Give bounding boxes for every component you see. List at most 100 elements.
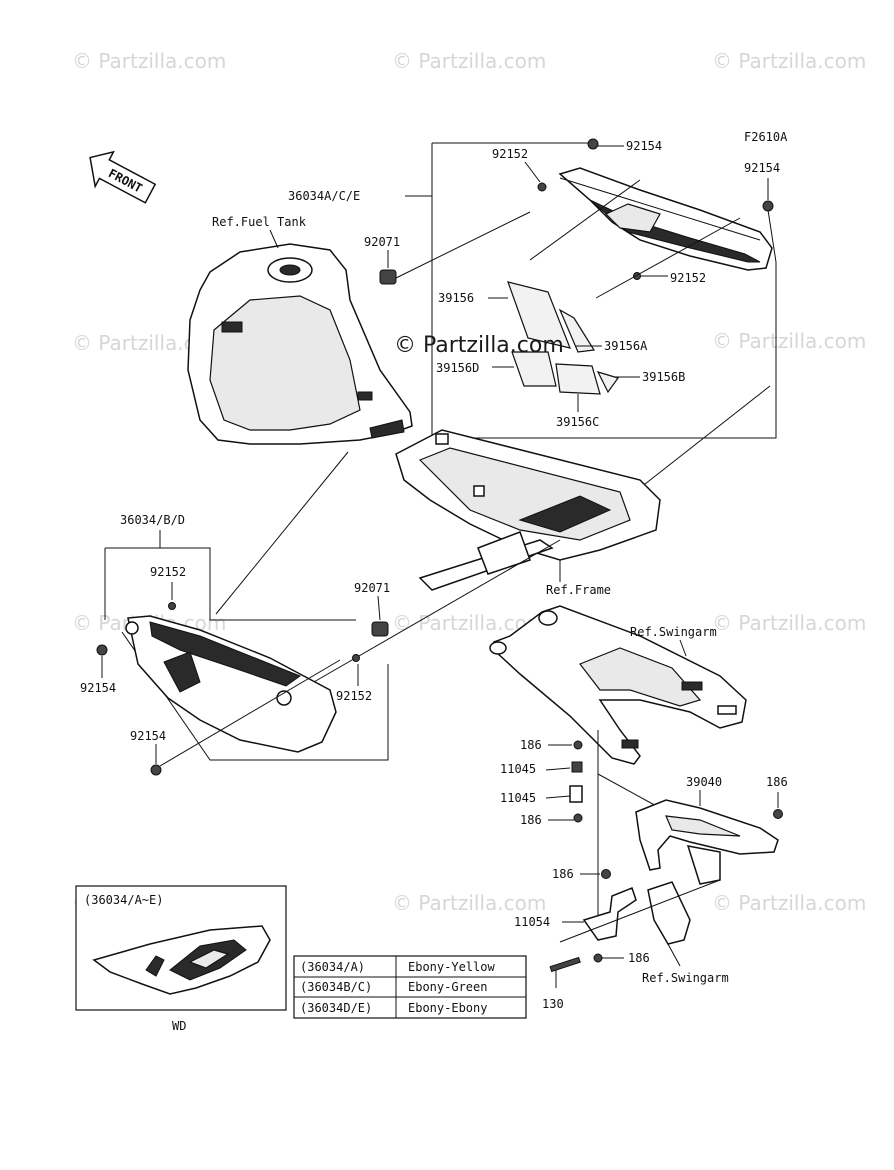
part-label: 92152 <box>670 271 706 285</box>
part-label: 92154 <box>744 161 780 175</box>
swingarm-part <box>489 605 747 765</box>
decal-39156b <box>596 371 619 394</box>
part-label: 92154 <box>80 681 116 695</box>
front-arrow-icon: FRONT <box>89 150 157 204</box>
bracket-icon <box>582 887 637 941</box>
reference-label: Ref.Swingarm <box>630 625 717 639</box>
grommet-icon <box>352 654 360 662</box>
leader-line <box>299 539 561 691</box>
watermark: © Partzilla.com <box>712 611 866 635</box>
watermark: © Partzilla.com <box>712 49 866 73</box>
table-cell-code: (36034D/E) <box>300 1001 372 1015</box>
part-label: 39156 <box>438 291 474 305</box>
part-label: 11045 <box>500 791 536 805</box>
reference-label: Ref.Swingarm <box>642 971 729 985</box>
watermark: © Partzilla.com <box>712 891 866 915</box>
part-label: 92071 <box>354 581 390 595</box>
part-labels: 92154 92152 36034A/C/E 92154 92071 92152… <box>80 139 788 1011</box>
reference-label: Ref.Frame <box>546 583 611 597</box>
leader-line <box>215 451 349 615</box>
center-brand: © Partzilla.com <box>394 333 564 358</box>
leader-line <box>431 143 777 439</box>
bracket-icon <box>569 785 583 803</box>
leader-line <box>545 767 571 771</box>
decal-39156a <box>558 308 596 353</box>
decal-39156d <box>511 351 557 387</box>
part-label: 92154 <box>626 139 662 153</box>
leader-line <box>679 639 687 657</box>
leader-line <box>767 209 777 350</box>
chain-guard-group <box>545 730 783 988</box>
part-label: 39156A <box>604 339 648 353</box>
bolt-icon <box>587 138 599 150</box>
leader-line <box>529 179 641 261</box>
leader-line <box>559 177 761 241</box>
bracket-icon <box>647 881 691 945</box>
table-cell-code: (36034/A) <box>300 960 365 974</box>
table-cell-color: Ebony-Ebony <box>408 1001 487 1015</box>
part-label: 186 <box>552 867 574 881</box>
inset-title: (36034/A~E) <box>84 893 163 907</box>
reference-label: Ref.Fuel Tank <box>212 215 307 229</box>
part-label: 39040 <box>686 775 722 789</box>
leader-line <box>559 879 721 943</box>
table-cell-color: Ebony-Yellow <box>408 960 495 974</box>
decal-39156 <box>507 281 571 349</box>
color-table: (36034/A) Ebony-Yellow (36034B/C) Ebony-… <box>293 955 527 1019</box>
part-label: 36034A/C/E <box>288 189 360 203</box>
watermark: © Partzilla.com <box>72 49 226 73</box>
part-label: 186 <box>520 738 542 752</box>
side-cover-group <box>96 530 389 776</box>
part-label: 39156D <box>436 361 479 375</box>
bolt-icon <box>773 809 783 819</box>
leader-line <box>159 659 341 767</box>
bolt-icon <box>96 644 108 656</box>
grommet-icon <box>379 269 397 285</box>
bracket-icon <box>571 761 583 773</box>
bolt-icon <box>150 764 162 776</box>
part-label: 92152 <box>336 689 372 703</box>
leader-line <box>395 211 531 279</box>
table-cell-code: (36034B/C) <box>300 980 372 994</box>
bolt-icon <box>573 813 583 823</box>
bolt-icon <box>593 953 603 963</box>
seat-cowl-inner <box>604 203 661 233</box>
watermark: © Partzilla.com <box>392 891 546 915</box>
grommet-icon <box>168 602 176 610</box>
bolt-icon <box>762 200 774 212</box>
grommet-icon <box>371 621 389 637</box>
inset-box: (36034/A~E) WD <box>75 885 287 1033</box>
part-label: 186 <box>520 813 542 827</box>
part-label: 11045 <box>500 762 536 776</box>
leader-line <box>595 217 741 299</box>
part-label: 92152 <box>150 565 186 579</box>
leader-line <box>377 595 381 621</box>
part-label: 186 <box>628 951 650 965</box>
leader-line <box>524 161 541 183</box>
bolt-icon <box>601 869 611 879</box>
bolt-icon <box>573 740 583 750</box>
part-label: 186 <box>766 775 788 789</box>
part-label: 39156B <box>642 370 685 384</box>
inset-caption: WD <box>172 1019 186 1033</box>
decal-39156c <box>555 363 601 395</box>
figure-code: F2610A <box>744 130 788 144</box>
leader-line <box>667 943 681 967</box>
watermark: © Partzilla.com <box>392 49 546 73</box>
part-label: 92071 <box>364 235 400 249</box>
part-label: 39156C <box>556 415 599 429</box>
leader-line <box>597 773 661 809</box>
part-label: 92152 <box>492 147 528 161</box>
watermark: © Partzilla.com <box>712 329 866 353</box>
leader-line <box>105 547 356 621</box>
part-label: 36034/B/D <box>120 513 185 527</box>
grommet-icon <box>537 182 547 192</box>
leader-line <box>545 795 571 799</box>
table-cell-color: Ebony-Green <box>408 980 487 994</box>
leader-line <box>269 229 279 249</box>
seat-cowl-group <box>379 138 777 489</box>
leader-line <box>639 385 771 489</box>
part-label: 11054 <box>514 915 550 929</box>
frame-part <box>299 429 661 691</box>
